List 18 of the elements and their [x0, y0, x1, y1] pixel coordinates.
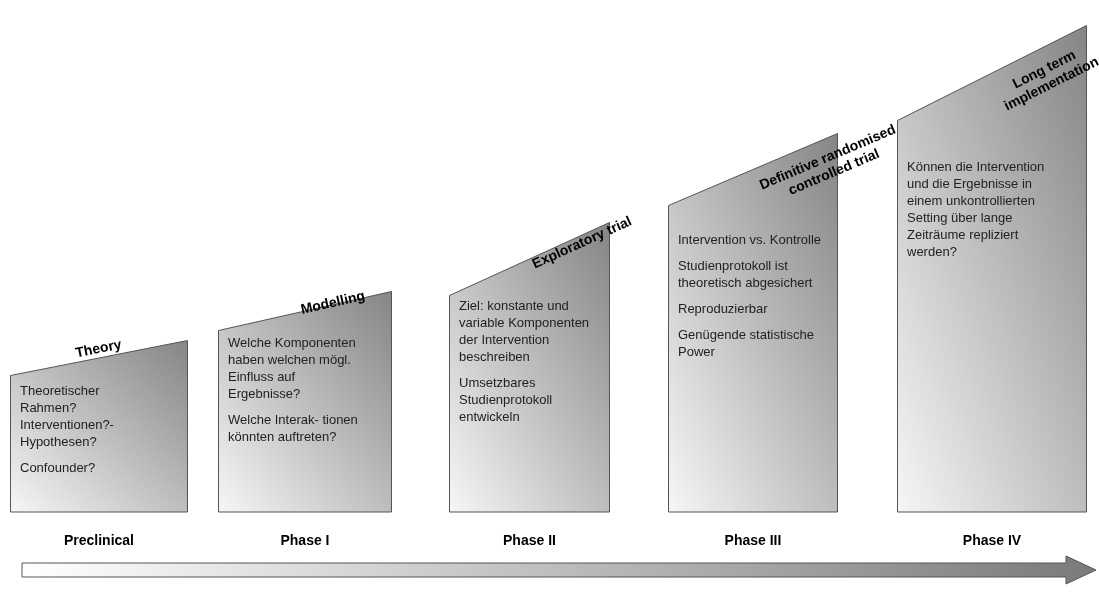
- description-text: Theoretischer Rahmen? Interventionen?- Hypothesen?: [20, 382, 115, 450]
- description-text: Welche Komponenten haben welchen mögl. Einfluss auf Ergebnisse?: [228, 334, 357, 402]
- description-text: Reproduzierbar: [678, 300, 769, 317]
- description-text: Confounder?: [20, 459, 97, 476]
- phase-heading: Modelling: [299, 287, 367, 317]
- phase-label: Phase III: [723, 532, 783, 548]
- description-text: Können die Intervention und die Ergebnisse in einem unkontrollierten Setting über lange Zeiträume repliziert werden?: [907, 158, 1046, 260]
- phase-label: Phase II: [502, 532, 557, 548]
- description-text: Genügende statistische Power: [678, 326, 815, 360]
- description-text: Intervention vs. Kontrolle: [678, 231, 823, 248]
- phase-label: Phase I: [279, 532, 331, 548]
- phase-heading: Theory: [73, 335, 123, 361]
- phase-label: Preclinical: [62, 532, 135, 548]
- description-text: Welche Interak- tionen könnten auftreten?: [228, 411, 359, 445]
- description-text: Ziel: konstante und variable Komponenten der Intervention beschreiben: [459, 297, 591, 365]
- description-text: Studienprotokoll ist theoretisch abgesichert: [678, 257, 814, 291]
- phase-label: Phase IV: [961, 532, 1023, 548]
- description-text: Umsetzbares Studienprotokoll entwickeln: [459, 374, 554, 425]
